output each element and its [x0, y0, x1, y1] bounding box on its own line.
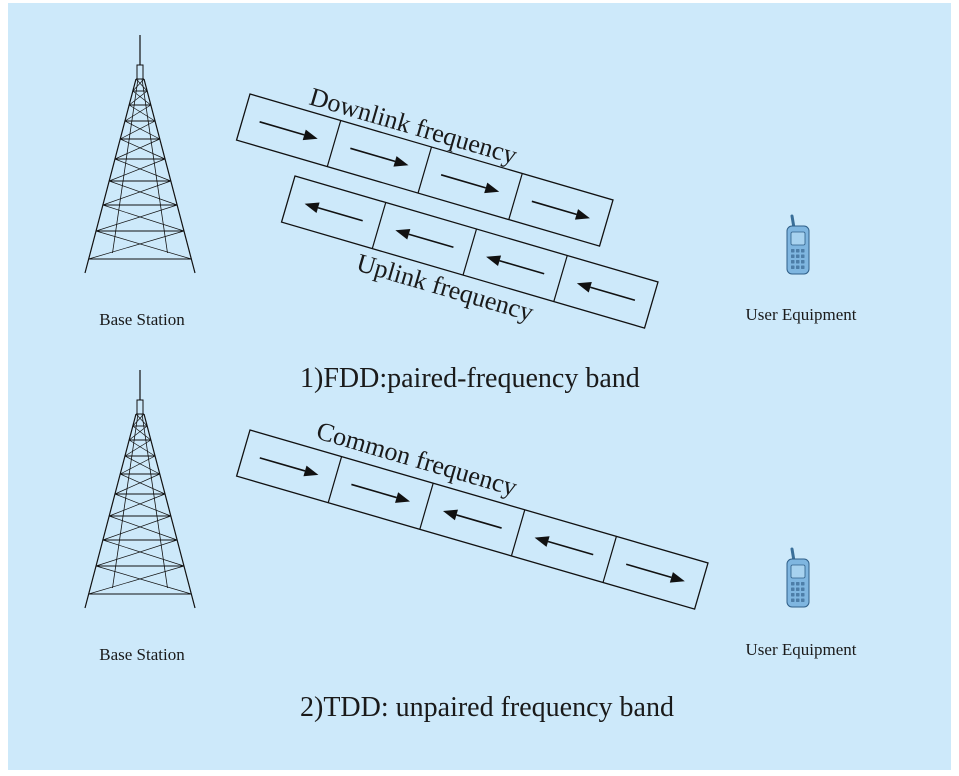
- arrowhead-left: [486, 255, 502, 267]
- direction-arrow-right: [531, 200, 577, 216]
- arrowhead-right: [393, 156, 409, 167]
- direction-arrow-right: [440, 174, 486, 189]
- fdd-user-equipment-label: User Equipment: [746, 305, 857, 324]
- direction-arrow-left: [499, 259, 545, 275]
- direction-arrow-right: [259, 121, 305, 136]
- direction-arrow-left: [408, 233, 454, 249]
- arrowhead-left: [576, 281, 592, 293]
- direction-arrow-right: [350, 147, 396, 163]
- diagram-background: [8, 3, 951, 770]
- arrowhead-right: [395, 492, 411, 503]
- fdd-caption: 1)FDD:paired-frequency band: [300, 363, 640, 394]
- arrowhead-right: [574, 209, 590, 220]
- arrowhead-right: [484, 182, 500, 194]
- base-station-tower-icon: [84, 370, 196, 609]
- arrowhead-left: [304, 202, 320, 214]
- direction-arrow-left: [547, 540, 594, 556]
- user-equipment-phone-icon: [786, 214, 810, 275]
- base-station-tower-icon: [84, 35, 196, 274]
- direction-arrow-right: [259, 457, 306, 472]
- tdd-base-station-label: Base Station: [99, 645, 185, 664]
- arrowhead-right: [669, 572, 685, 583]
- direction-arrow-left: [456, 514, 502, 529]
- arrowhead-right: [303, 465, 319, 477]
- uplink-frequency-band: [280, 175, 659, 329]
- direction-arrow-left: [317, 206, 363, 222]
- downlink-frequency-band: [235, 93, 614, 247]
- arrowhead-left: [534, 536, 550, 547]
- tdd-caption: 2)TDD: unpaired frequency band: [300, 692, 674, 723]
- direction-arrow-right: [625, 563, 672, 579]
- direction-arrow-right: [351, 483, 397, 499]
- direction-arrow-left: [590, 286, 636, 302]
- user-equipment-phone-icon: [786, 547, 810, 608]
- arrowhead-left: [395, 228, 411, 240]
- arrowhead-left: [442, 509, 458, 521]
- tdd-user-equipment-label: User Equipment: [746, 640, 857, 659]
- fdd-base-station-label: Base Station: [99, 310, 185, 329]
- arrowhead-right: [302, 129, 318, 141]
- common-frequency-band: [235, 429, 709, 610]
